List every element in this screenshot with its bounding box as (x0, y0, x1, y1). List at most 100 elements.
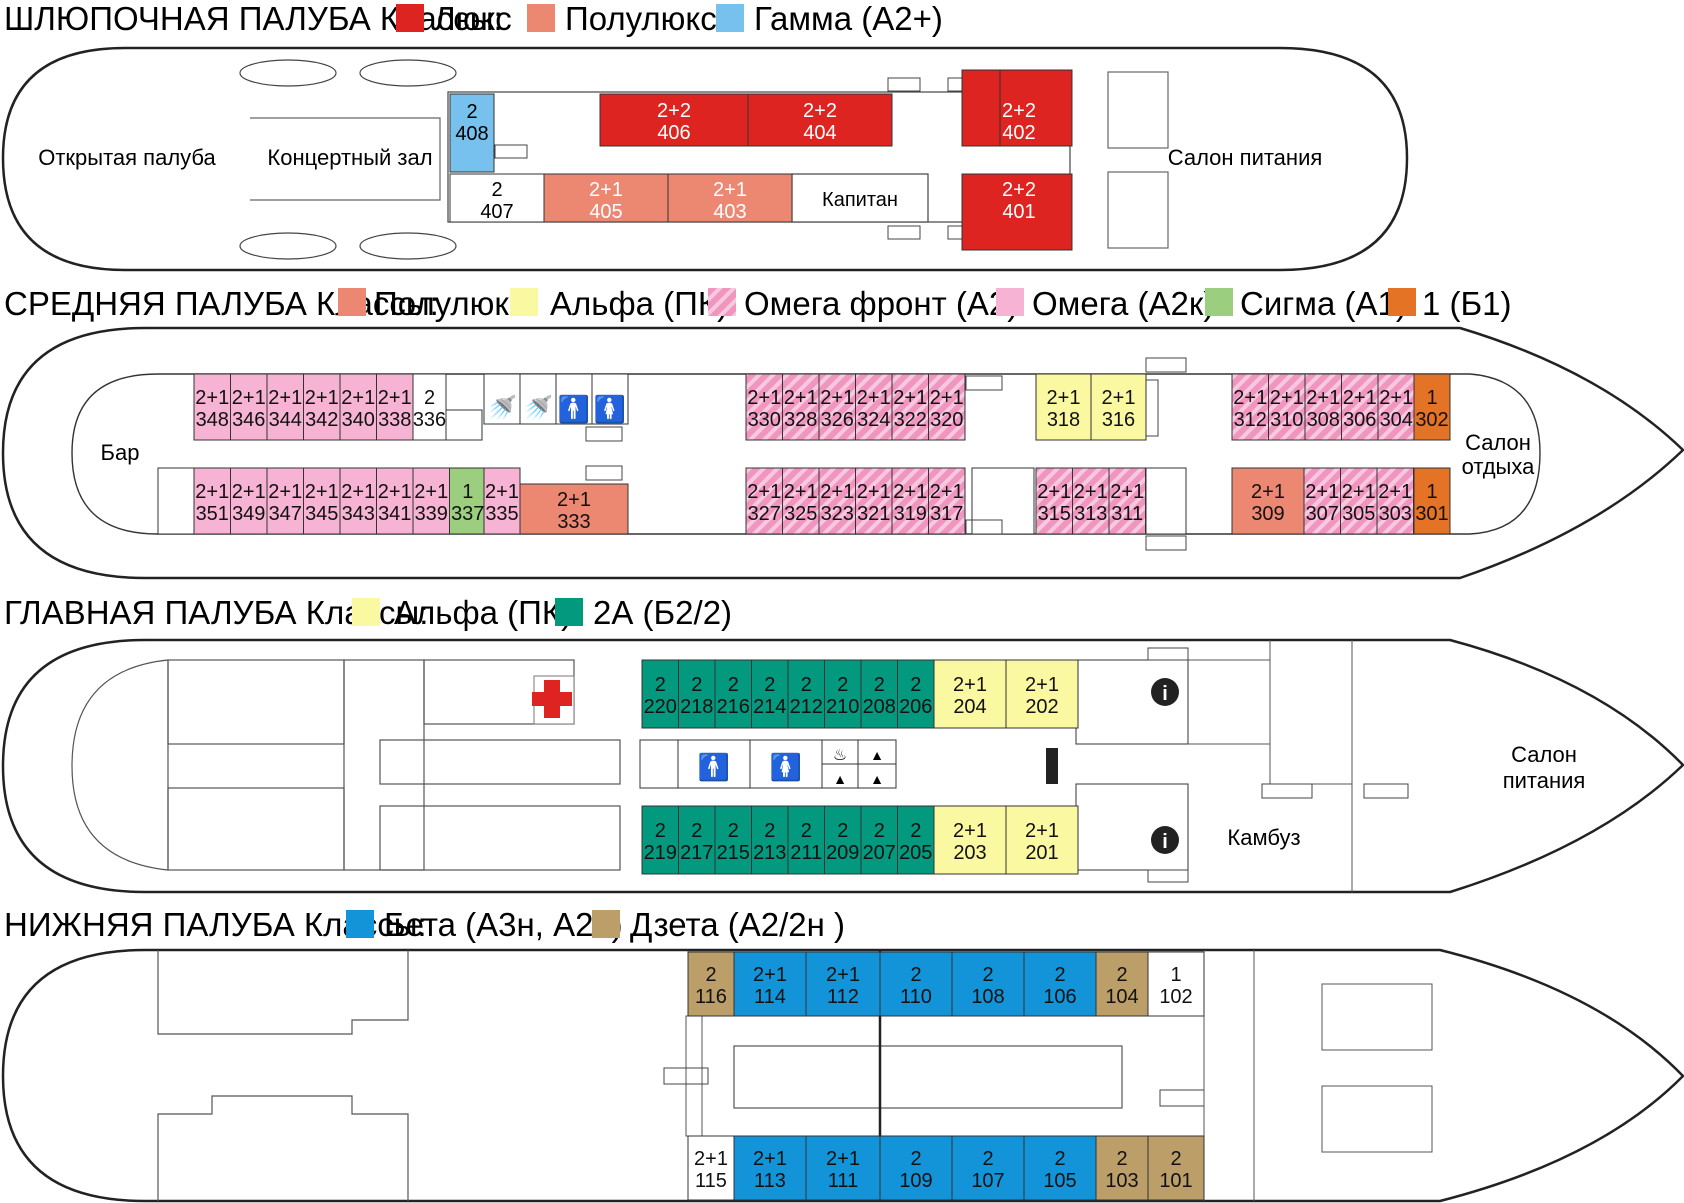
cabin-402[interactable]: 2+2 402 (999, 69, 1073, 147)
legend-swatch-lux (396, 4, 424, 32)
deck-title: СРЕДНЯЯ ПАЛУБА Классы: (4, 285, 439, 322)
cabin-401[interactable]: 2+2 401 (961, 173, 1073, 251)
cabin-capacity: 2 (1170, 1148, 1181, 1170)
cabin-capacity: 2+1 (1110, 481, 1144, 503)
cabin-406[interactable]: 2+2 406 (599, 93, 749, 147)
cabin-number: 203 (953, 842, 986, 864)
cabin-number: 110 (900, 986, 932, 1008)
cabin-box (1376, 467, 1414, 535)
cabin-408[interactable]: 2 408 (449, 93, 495, 173)
cabin-number: 214 (753, 696, 786, 718)
cabin-407[interactable]: 2 407 (449, 173, 545, 223)
cabin-404[interactable]: 2+2 404 (747, 93, 893, 147)
deck-lower: НИЖНЯЯ ПАЛУБА Классы: Бета (А3н, А2н) Дз… (1, 906, 1684, 1203)
cabin-capacity: 2 (655, 820, 666, 842)
cabin-405[interactable]: 2+1 405 (543, 173, 669, 223)
cabin-number: 339 (415, 503, 448, 525)
cabin-403[interactable]: 2+1 403 (667, 173, 793, 223)
